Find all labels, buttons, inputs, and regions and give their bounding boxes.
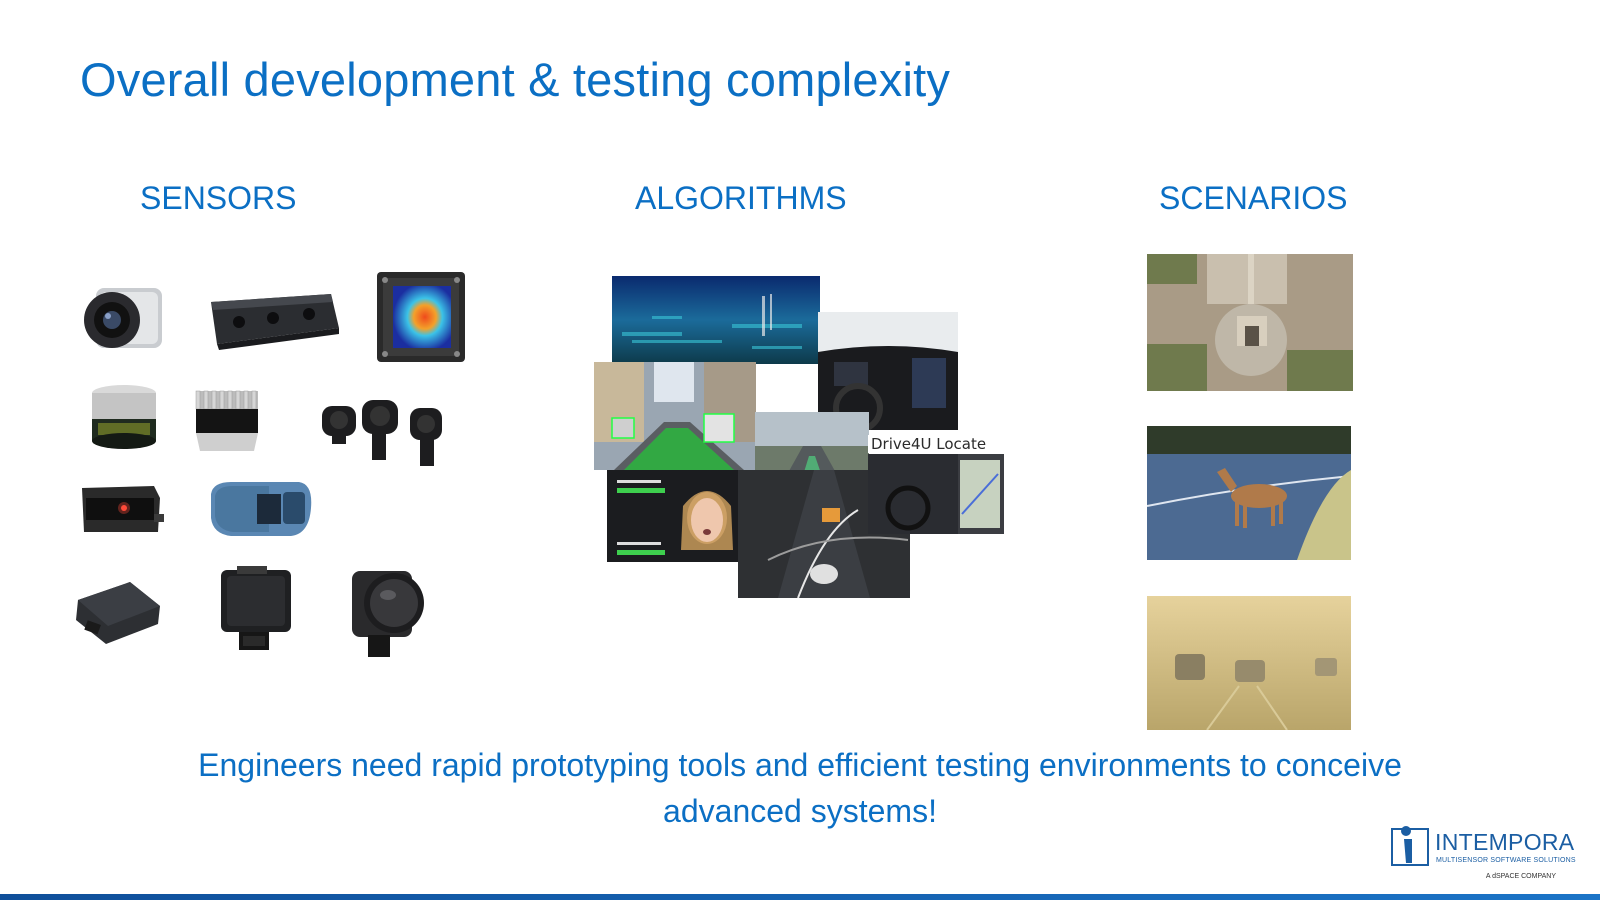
drive4u-locate-label: Drive4U Locate [868, 435, 990, 453]
dome-radar-image [352, 571, 424, 657]
intempora-i-icon [1391, 826, 1429, 866]
deer-crossing-scenario-image [1147, 426, 1351, 560]
radar-box-image [76, 582, 160, 644]
scenarios-heading: SCENARIOS [1159, 180, 1348, 216]
conclusion-line-2: advanced systems! [663, 793, 937, 829]
sensors-heading: SENSORS [140, 180, 297, 216]
stereo-camera-image [211, 294, 339, 350]
logo-parent: A dSPACE COMPANY [1485, 873, 1556, 880]
logo-name: INTEMPORA [1435, 829, 1575, 855]
lidar-finned-image [195, 390, 258, 451]
camera-sensor-image [84, 288, 162, 348]
lidar-cylinder-image [92, 385, 156, 449]
blue-radar-image [211, 482, 312, 536]
ultrasonic-sensors-image [322, 400, 442, 466]
navigation-view-tile [738, 470, 910, 598]
drive4u-locate-tile [868, 454, 1004, 534]
slide-title: Overall development & testing complexity [80, 53, 951, 106]
conclusion-text: Engineers need rapid prototyping tools a… [100, 742, 1500, 834]
street-detection-tile [594, 362, 756, 470]
control-unit-image [221, 566, 291, 650]
thermal-camera-image [377, 272, 465, 362]
dashboard-tile [818, 312, 958, 430]
laser-scanner-image [82, 486, 164, 532]
intempora-logo: INTEMPORA MULTISENSOR SOFTWARE SOLUTIONS… [1390, 823, 1576, 885]
point-cloud-tile [612, 276, 820, 364]
bottom-accent-bar [0, 894, 1600, 900]
algorithms-heading: ALGORITHMS [635, 180, 847, 216]
logo-tagline: MULTISENSOR SOFTWARE SOLUTIONS [1436, 857, 1576, 864]
conclusion-line-1: Engineers need rapid prototyping tools a… [198, 747, 1402, 783]
dusty-road-scenario-image [1147, 596, 1351, 730]
city-aerial-scenario-image [1147, 254, 1353, 391]
